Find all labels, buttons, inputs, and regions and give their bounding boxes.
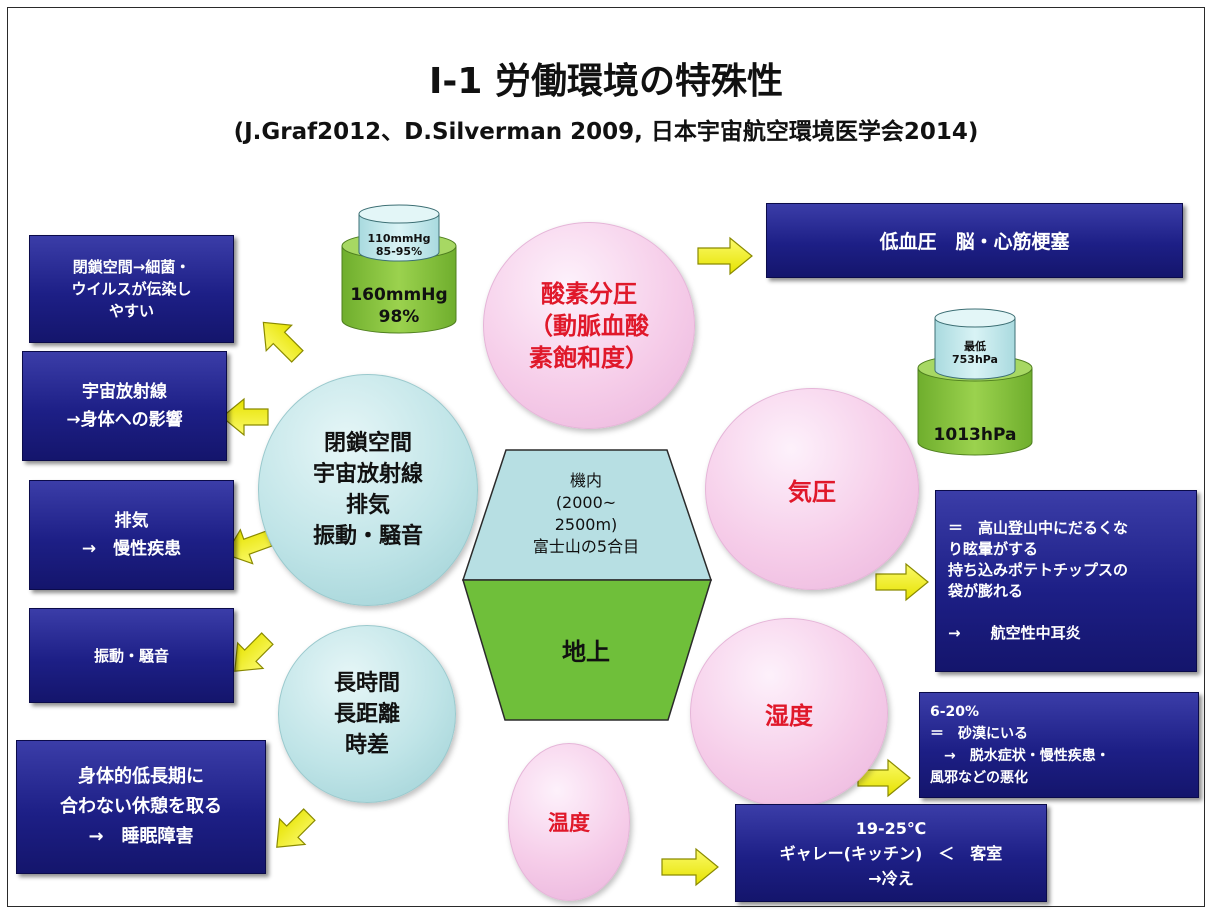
cabin-altitude-label: 機内(2000~ 2500m)富士山の5合目 (532, 471, 640, 556)
ground-label: 地上 (562, 638, 610, 666)
pressure-cylinder (917, 308, 1033, 456)
hypotension-box: 低血圧 脳・心筋梗塞 (766, 203, 1183, 278)
slide-title: Ⅰ-1 労働環境の特殊性 (429, 61, 783, 102)
altitude-hexagon (461, 449, 713, 721)
radiation-box: 宇宙放射線→身体への影響 (22, 351, 227, 461)
arrow-to-vibration (234, 632, 274, 672)
long-haul-circle: 長時間長距離時差 (278, 625, 456, 803)
arrow-to-radiation (221, 397, 269, 437)
slide-frame (7, 7, 1205, 907)
arrow-to-pressure-effects (875, 562, 929, 602)
humidity-effects-box: 6-20%＝ 砂漠にいる → 脱水症状・慢性疾患・風邪などの悪化 (919, 692, 1199, 798)
circadian-box: 身体的低長期に合わない休憩を取る→ 睡眠障害 (16, 740, 266, 874)
arrow-to-infection (262, 321, 304, 363)
pressure-effects-box: ＝ 高山登山中にだるくなり眩暈がする 持ち込みポテトチップスの袋が膨れる → 航… (935, 490, 1197, 672)
closed-space-circle: 閉鎖空間宇宙放射線 排気振動・騒音 (258, 374, 478, 606)
infection-box: 閉鎖空間→細菌・ウイルスが伝染しやすい (29, 235, 234, 343)
arrow-to-humidity-effects (857, 758, 911, 798)
arrow-to-circadian (276, 808, 316, 848)
pressure-cylinder-bottom-label: 1013hPa (933, 425, 1017, 445)
vibration-box: 振動・騒音 (29, 608, 234, 703)
exhaust-box: 排気→ 慢性疾患 (29, 480, 234, 590)
oxygen-cylinder (341, 204, 457, 334)
arrow-to-hypotension (697, 236, 753, 276)
arrow-to-temperature-effects (661, 847, 719, 887)
slide-sources: (J.Graf2012、D.Silverman 2009, 日本宇宙航空環境医学… (233, 119, 979, 145)
temperature-circle: 温度 (508, 743, 630, 901)
oxygen-partial-pressure-circle: 酸素分圧（動脈血酸素飽和度） (483, 222, 695, 429)
humidity-circle: 湿度 (690, 618, 888, 808)
air-pressure-circle: 気圧 (705, 388, 919, 590)
